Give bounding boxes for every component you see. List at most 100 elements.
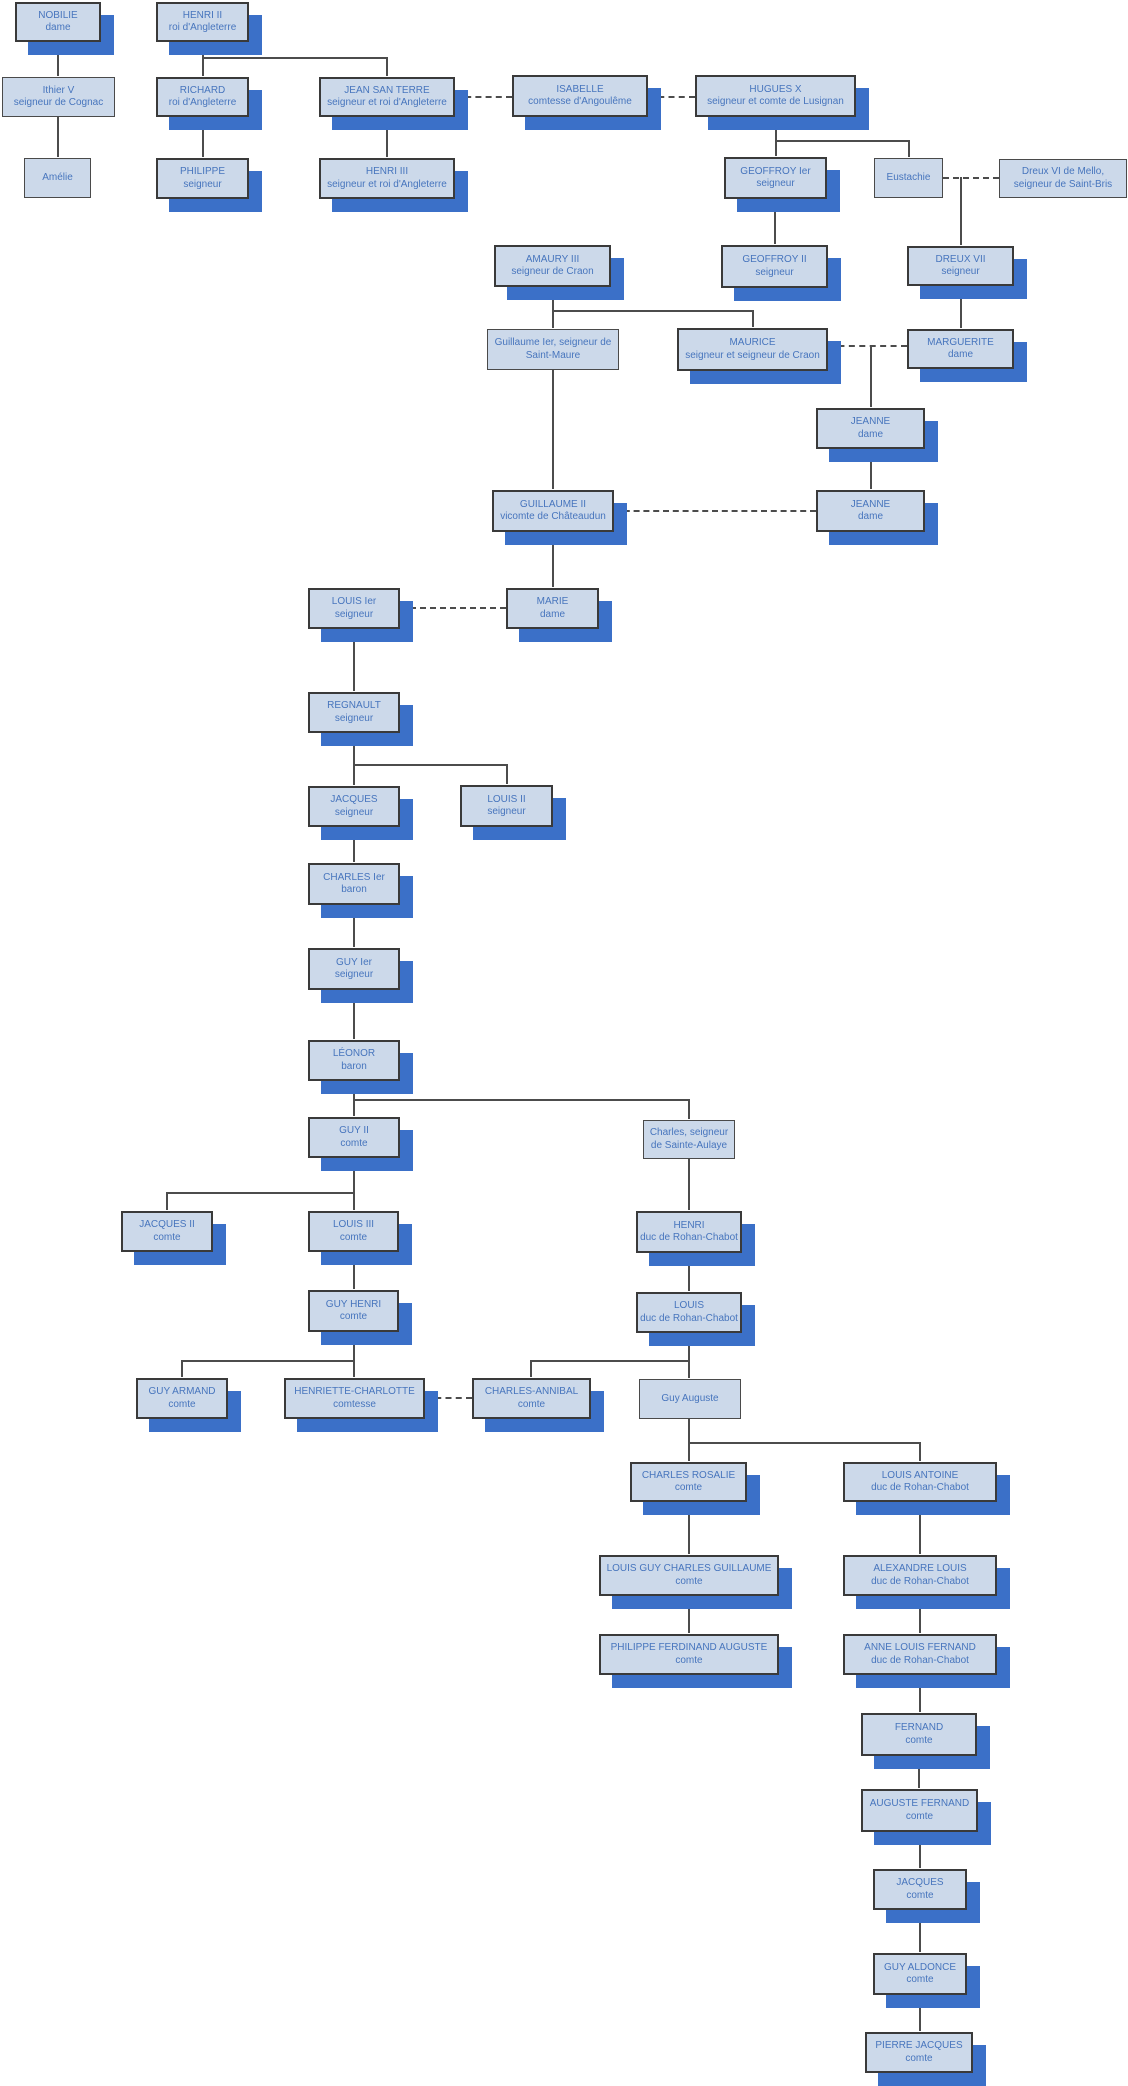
person-title: seigneur et comte de Lusignan	[707, 96, 844, 107]
person-name: GUILLAUME II	[519, 498, 587, 510]
person-name: JACQUES	[330, 794, 378, 805]
person-name: Dreux VI de Mello,	[1021, 166, 1105, 177]
person-title: duc de Rohan-Chabot	[871, 1482, 969, 1493]
person-name: LOUIS III	[332, 1219, 375, 1230]
connector-line	[353, 1157, 355, 1210]
person-title: comte	[168, 1398, 196, 1410]
person-name: LÉONOR	[332, 1048, 376, 1059]
person-name: MARIE	[536, 596, 569, 607]
person-name: RICHARD	[179, 84, 226, 96]
person-name: ISABELLE	[556, 83, 604, 95]
person-title: Saint-Maure	[525, 349, 581, 361]
person-title: seigneur	[755, 266, 794, 278]
connector-line	[201, 116, 204, 157]
person-name: LOUIS II	[487, 793, 526, 805]
person-node-guy-auguste[interactable]: Guy Auguste	[639, 1379, 741, 1419]
person-title: comte	[153, 1231, 181, 1243]
connector-line	[919, 1909, 921, 1952]
connector-line	[688, 1419, 690, 1461]
person-node-eustachie[interactable]: Eustachie	[874, 158, 943, 198]
person-name: Amélie	[42, 171, 73, 183]
connector-line	[918, 1831, 921, 1868]
person-node-amelie[interactable]: Amélie	[24, 158, 91, 198]
person-title: vicomte de Châteaudun	[500, 511, 606, 522]
connector-line	[165, 1192, 168, 1210]
person-title: seigneur de Saint-Bris	[1013, 178, 1113, 190]
person-title: seigneur et roi d'Angleterre	[327, 178, 447, 190]
person-name: JEANNE	[850, 498, 891, 510]
person-title: dame	[857, 428, 883, 440]
person-title: comte	[339, 1311, 368, 1322]
person-name: HENRIETTE-CHARLOTTE	[294, 1386, 415, 1397]
person-title: roi d'Angleterre	[168, 22, 237, 33]
person-name: DREUX VII	[935, 253, 986, 265]
person-name: FERNAND	[894, 1722, 944, 1733]
person-title: seigneur de Craon	[511, 266, 594, 277]
person-title: duc de Rohan-Chabot	[640, 1312, 738, 1324]
person-node-dreux-vi[interactable]: Dreux VI de Mello,seigneur de Saint-Bris	[999, 159, 1127, 198]
connector-line	[918, 1755, 920, 1788]
connector-line	[353, 1080, 355, 1116]
marriage-dashed-line	[455, 95, 512, 98]
connector-line	[386, 57, 388, 76]
person-name: LOUIS Ier	[331, 596, 377, 607]
person-title: comte	[905, 1734, 933, 1746]
connector-line	[919, 1442, 921, 1461]
person-title: duc de Rohan-Chabot	[871, 1654, 969, 1666]
connector-line	[353, 826, 355, 862]
marriage-dashed-line	[648, 95, 695, 98]
person-name: JEAN SAN TERRE	[344, 84, 430, 96]
person-title: seigneur	[941, 266, 980, 277]
person-title: baron	[341, 1060, 367, 1072]
person-title: comte	[340, 1137, 368, 1149]
